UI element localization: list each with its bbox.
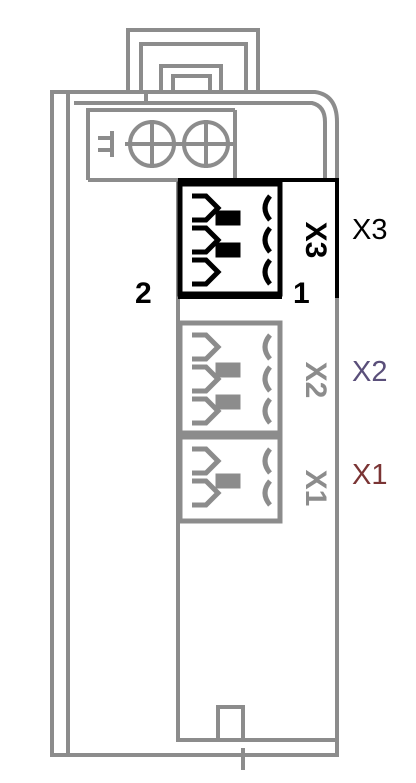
connector-x2	[177, 320, 283, 436]
label-x1: X1	[352, 459, 388, 491]
label-x2: X2	[352, 356, 388, 388]
connector-x3	[177, 181, 283, 297]
x3-highlight-frame	[178, 178, 339, 299]
pin-label-right: 1	[293, 277, 310, 310]
connector-x1	[177, 434, 283, 524]
connector-x3-marking: X3	[299, 222, 332, 259]
pin-label-left: 2	[135, 277, 152, 310]
device-housing	[50, 90, 339, 757]
connector-x1-marking: X1	[299, 470, 332, 507]
label-x3: X3	[352, 214, 388, 246]
connector-x2-marking: X2	[299, 362, 332, 399]
mounting-clip	[126, 28, 260, 92]
screw-terminals	[98, 120, 234, 168]
